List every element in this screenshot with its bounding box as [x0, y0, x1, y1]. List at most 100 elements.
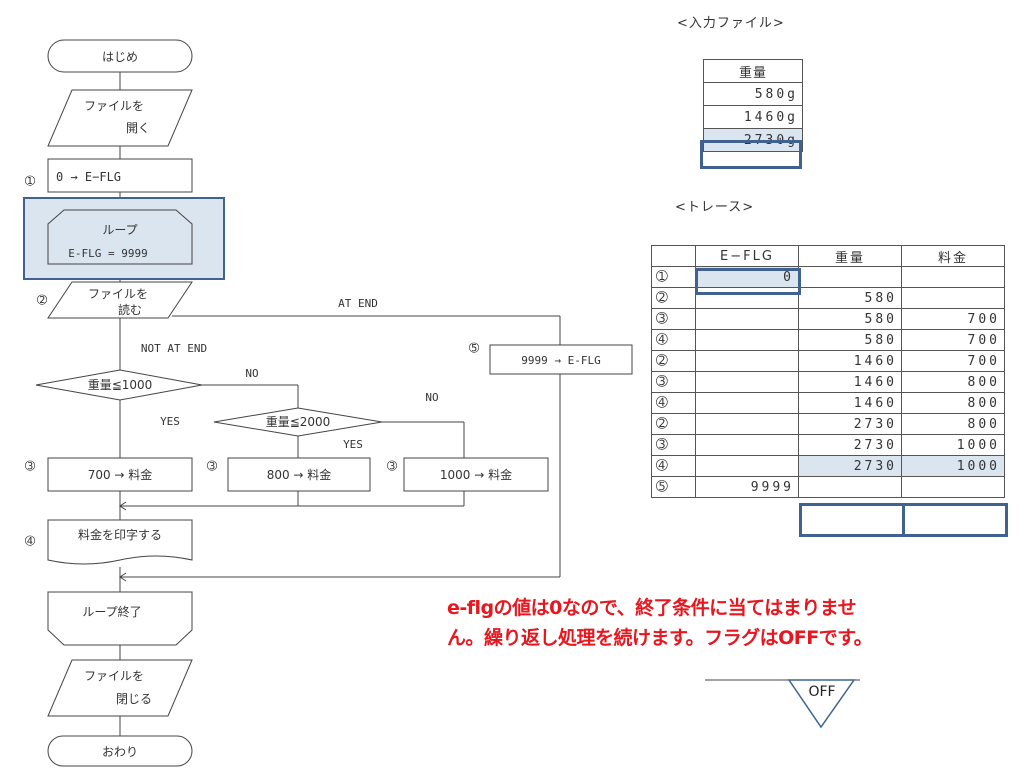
trace-fee: 1000	[901, 434, 1005, 456]
trace-step: ➂	[651, 371, 696, 393]
trace-eflg: 0	[695, 266, 799, 288]
trace-eflg: 9999	[695, 476, 799, 498]
loop-start-shape	[47, 209, 193, 265]
trace-header-cell: 重量	[798, 245, 902, 267]
not-at-end-label: NOT AT END	[141, 342, 207, 355]
explanation-note: e-flgの値は0なので、終了条件に当てはまりませ ん。繰り返し処理を続けます。…	[447, 593, 1007, 653]
open-file-label-2: 開く	[126, 121, 150, 135]
cond1-label: 重量≦1000	[88, 378, 153, 392]
marker-3c: ➂	[387, 459, 397, 473]
marker-1: ➀	[25, 174, 35, 188]
trace-row: ➂ 1460 800	[651, 371, 1005, 393]
trace-fee: 700	[901, 350, 1005, 372]
trace-weight: 580	[798, 308, 902, 330]
start-label: はじめ	[102, 50, 138, 64]
trace-table: E−FLG 重量 料金 ➀ 0 ➁ 580 ➂ 580 700 ➃ 580 70…	[651, 245, 1005, 498]
fee-current-outline	[902, 503, 1008, 537]
close-file-label-2: 閉じる	[116, 692, 152, 706]
trace-row: ➁ 1460 700	[651, 350, 1005, 372]
trace-fee: 800	[901, 371, 1005, 393]
trace-row: ➂ 2730 1000	[651, 434, 1005, 456]
trace-weight	[798, 266, 902, 288]
trace-step: ➂	[651, 434, 696, 456]
trace-fee	[901, 266, 1005, 288]
trace-step: ➃	[651, 455, 696, 477]
trace-weight: 2730	[798, 434, 902, 456]
input-current-outline	[700, 140, 802, 169]
trace-fee	[901, 287, 1005, 309]
assign-700-process	[47, 457, 193, 492]
end-terminal	[47, 735, 193, 767]
at-end-label: AT END	[338, 297, 378, 310]
trace-step: ➁	[651, 350, 696, 372]
flag-indicator: OFF	[705, 679, 860, 729]
note-line-1: e-flgの値は0なので、終了条件に当てはまりませ	[447, 597, 857, 619]
marker-3b: ➂	[207, 459, 217, 473]
marker-3a: ➂	[25, 459, 35, 473]
marker-4: ➃	[25, 534, 35, 548]
read-file-label-2: 読む	[118, 302, 142, 317]
trace-eflg	[695, 308, 799, 330]
flowchart: はじめ ファイルを 開く 0 → E−FLG ➀ ループ E-FLG = 999…	[23, 39, 633, 767]
trace-eflg	[695, 371, 799, 393]
trace-weight: 580	[798, 329, 902, 351]
input-file-cell: 1460g	[703, 105, 803, 129]
trace-step: ➁	[651, 413, 696, 435]
trace-eflg	[695, 329, 799, 351]
note-line-2: ん。繰り返し処理を続けます。フラグはOFFです。	[447, 627, 873, 649]
trace-weight: 580	[798, 287, 902, 309]
set-flag-process	[489, 344, 633, 375]
trace-fee: 700	[901, 329, 1005, 351]
trace-weight: 1460	[798, 350, 902, 372]
loop-label-2: E-FLG = 9999	[68, 247, 147, 260]
trace-title: <トレース>	[675, 200, 755, 215]
trace-row: ➄ 9999	[651, 476, 1005, 498]
read-file-shape	[47, 281, 193, 319]
assign-1000-process	[403, 457, 549, 492]
trace-step: ➃	[651, 392, 696, 414]
loop-end-shape	[47, 591, 193, 646]
cond2-no-label: NO	[425, 391, 438, 404]
trace-eflg	[695, 455, 799, 477]
open-file-shape	[47, 89, 193, 147]
trace-eflg	[695, 413, 799, 435]
eflg-current-outline	[695, 268, 801, 295]
trace-step: ➄	[651, 476, 696, 498]
trace-row: ➀ 0	[651, 266, 1005, 288]
trace-row: ➂ 580 700	[651, 308, 1005, 330]
marker-5: ➄	[469, 341, 479, 355]
trace-weight: 2730	[798, 413, 902, 435]
input-file-table: 重量 580g 1460g 2730g	[703, 59, 803, 152]
flag-label: OFF	[808, 684, 835, 700]
input-file-title: <入力ファイル>	[677, 16, 785, 31]
end-label: おわり	[102, 745, 138, 759]
read-file-label-1: ファイルを	[88, 287, 148, 301]
trace-fee: 1000	[901, 455, 1005, 477]
trace-row: ➃ 2730 1000	[651, 455, 1005, 477]
set-flag-label: 9999 → E-FLG	[521, 354, 600, 367]
trace-row: ➁ 2730 800	[651, 413, 1005, 435]
trace-eflg	[695, 350, 799, 372]
trace-fee	[901, 476, 1005, 498]
print-label: 料金を印字する	[78, 527, 162, 542]
assign-700-label: 700 → 料金	[88, 467, 153, 482]
trace-row: ➃ 580 700	[651, 329, 1005, 351]
cond1-no-label: NO	[245, 367, 258, 380]
trace-row: ➃ 1460 800	[651, 392, 1005, 414]
cond1-yes-label: YES	[160, 415, 180, 428]
trace-eflg	[695, 434, 799, 456]
trace-weight: 1460	[798, 371, 902, 393]
trace-step: ➁	[651, 287, 696, 309]
cond2-label: 重量≦2000	[266, 415, 331, 429]
trace-step: ➂	[651, 308, 696, 330]
cond2-yes-label: YES	[343, 438, 363, 451]
marker-2: ➁	[37, 293, 47, 307]
loop-end-label: ループ終了	[82, 604, 141, 619]
trace-step: ➃	[651, 329, 696, 351]
init-label: 0 → E−FLG	[56, 170, 121, 184]
init-process	[47, 158, 193, 193]
trace-fee: 700	[901, 308, 1005, 330]
start-terminal	[47, 39, 193, 73]
trace-header-cell: E−FLG	[695, 245, 799, 267]
trace-weight: 2730	[798, 455, 902, 477]
